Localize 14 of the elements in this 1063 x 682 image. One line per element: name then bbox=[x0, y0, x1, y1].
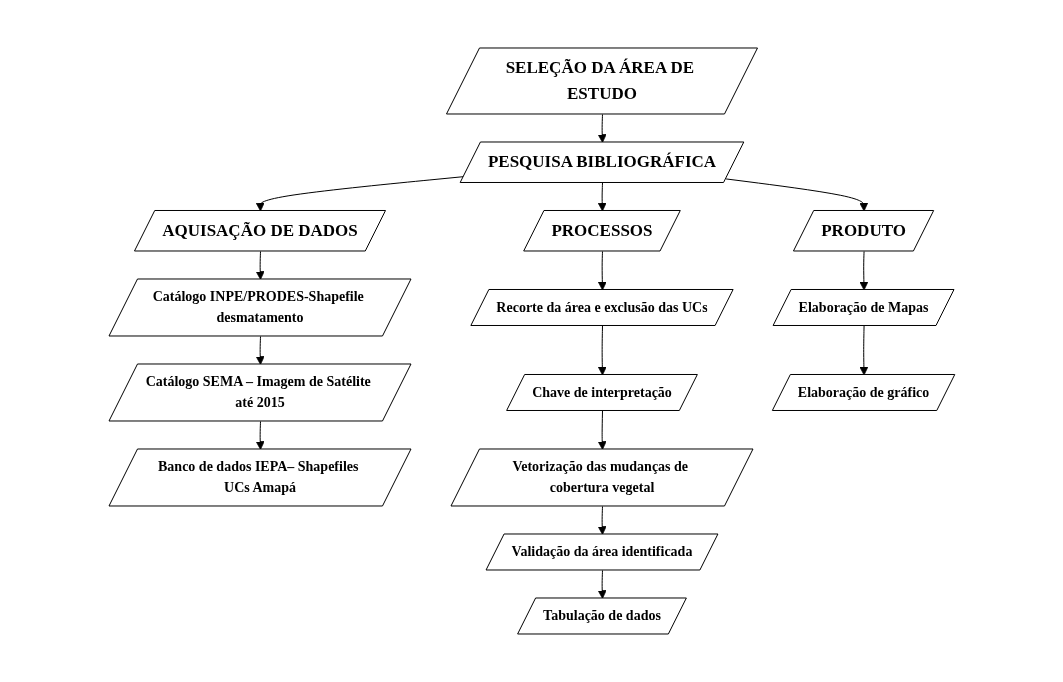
arrow bbox=[597, 114, 607, 143]
arrow bbox=[255, 251, 265, 280]
arrow bbox=[255, 176, 464, 212]
arrow bbox=[725, 178, 868, 212]
arrow bbox=[859, 251, 868, 291]
arrow bbox=[597, 182, 607, 212]
arrow bbox=[859, 325, 868, 376]
arrow bbox=[255, 336, 265, 365]
arrow bbox=[597, 410, 607, 450]
arrow bbox=[255, 421, 265, 450]
arrow bbox=[597, 325, 607, 376]
arrow bbox=[597, 251, 607, 291]
arrow bbox=[597, 506, 607, 535]
arrow bbox=[597, 570, 607, 599]
